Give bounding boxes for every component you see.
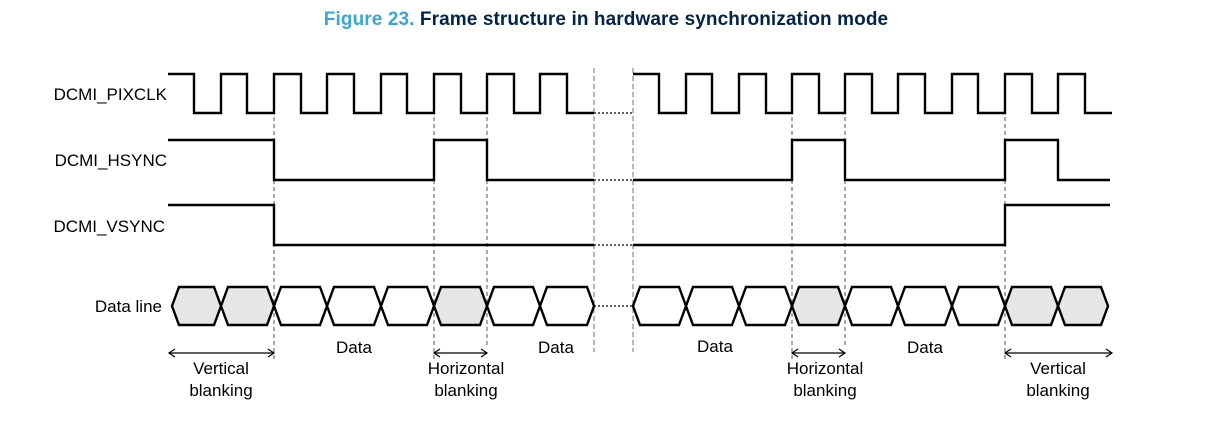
data-word (737, 285, 794, 327)
vsync-trace-right (633, 203, 1110, 247)
pixclk-trace-left (168, 72, 594, 115)
horizontal-blanking-label-left-line: Horizontal (428, 359, 505, 378)
signal-label-data-line: Data line (95, 297, 162, 316)
pixclk-waveform (168, 72, 1112, 115)
horizontal-blanking-label-right-line: blanking (793, 381, 856, 400)
data-label-line: Data (336, 338, 372, 357)
figure-number: Figure 23. (323, 9, 415, 30)
hsync-trace-right (633, 138, 1110, 182)
vsync-waveform (168, 203, 1110, 247)
blanking-word (170, 285, 223, 327)
figure-caption: Frame structure in hardware synchronizat… (419, 9, 889, 30)
vertical-blanking-arrow-right (1003, 348, 1114, 358)
hsync-waveform (168, 138, 1110, 182)
pixclk-trace-right (633, 72, 1112, 115)
vertical-blanking-label-left-line: Vertical (193, 359, 249, 378)
vsync-trace-left (168, 203, 594, 247)
horizontal-blanking-label-right-line: Horizontal (787, 359, 864, 378)
data-word (896, 285, 954, 327)
signal-label-vsync: DCMI_VSYNC (54, 217, 165, 236)
figure-title: Figure 23. Frame structure in hardware s… (0, 9, 1212, 31)
data-word (485, 285, 542, 327)
blanking-word (1003, 285, 1060, 327)
arrowhead-left (432, 348, 441, 358)
data-label-line: Data (538, 338, 574, 357)
data-word (843, 285, 900, 327)
vertical-blanking-label-right-line: Vertical (1030, 359, 1086, 378)
hsync-trace-left (168, 138, 594, 182)
data-word (538, 285, 596, 327)
data-word (631, 285, 688, 327)
time-break-gap (594, 112, 633, 307)
vertical-blanking-label-right-line: blanking (1026, 381, 1089, 400)
vertical-blanking-arrow-left (167, 348, 276, 358)
arrowhead-right (267, 348, 276, 358)
data-word (272, 285, 329, 327)
horizontal-blanking-arrow-left (432, 348, 489, 358)
data-label-line: Data (697, 337, 733, 356)
blanking-word (790, 285, 847, 327)
arrowhead-right (480, 348, 489, 358)
data-word (950, 285, 1007, 327)
data-word (325, 285, 383, 327)
vertical-blanking-label-left-line: blanking (189, 381, 252, 400)
arrowhead-left (790, 348, 799, 358)
arrowhead-left (1003, 348, 1012, 358)
horizontal-blanking-label-left-line: blanking (434, 381, 497, 400)
data-word (684, 285, 741, 327)
arrowhead-left (167, 348, 176, 358)
blanking-word (432, 285, 489, 327)
horizontal-blanking-arrow-right (790, 348, 847, 358)
data-line-waveform (170, 285, 1110, 327)
data-word (379, 285, 436, 327)
signal-label-hsync: DCMI_HSYNC (55, 151, 167, 170)
blanking-word (219, 285, 276, 327)
blanking-word (1056, 285, 1110, 327)
arrowhead-right (838, 348, 847, 358)
data-label-line: Data (907, 338, 943, 357)
signal-label-pixclk: DCMI_PIXCLK (54, 85, 168, 104)
arrowhead-right (1105, 348, 1114, 358)
